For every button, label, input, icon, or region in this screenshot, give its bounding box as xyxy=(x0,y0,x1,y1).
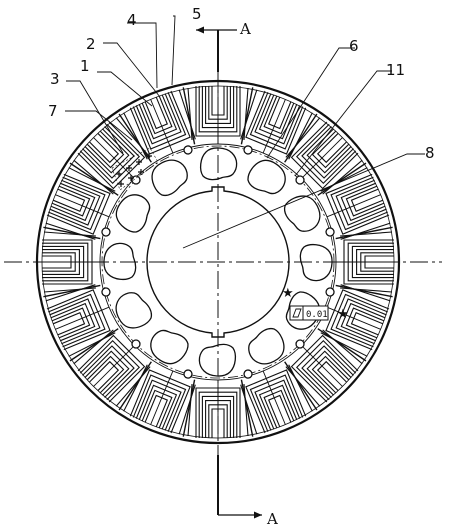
tolerance-value: 0.01 xyxy=(306,310,328,320)
flatness-symbol-icon xyxy=(292,308,302,318)
rivet-hole xyxy=(183,369,193,379)
outer-slot xyxy=(73,117,151,195)
inner-pocket xyxy=(247,159,286,195)
inner-pocket xyxy=(150,329,189,365)
slot-gap-ray xyxy=(43,226,101,240)
leader-lines xyxy=(65,15,425,249)
label-6: 6 xyxy=(349,37,359,55)
label-4: 4 xyxy=(127,11,137,29)
star-mark-2: ★ xyxy=(337,307,349,322)
inner-pocket xyxy=(198,343,237,377)
rivet-holes xyxy=(101,145,335,379)
label-7: 7 xyxy=(48,102,58,120)
inner-pocket xyxy=(115,292,153,329)
inner-pocket xyxy=(199,147,238,181)
inner-pocket xyxy=(103,242,137,281)
section-marker-bottom xyxy=(217,455,262,519)
slot-gap-ray xyxy=(69,162,119,196)
outer-slot xyxy=(240,364,313,435)
inner-pocket xyxy=(151,159,188,197)
slot-gap-ray xyxy=(335,226,393,240)
outer-slot xyxy=(73,329,151,407)
star-mark-1: ★ xyxy=(282,286,294,301)
outer-slot xyxy=(285,117,363,195)
slot-gap-ray xyxy=(317,328,367,362)
slot-gap-ray xyxy=(317,162,367,196)
rivet-hole xyxy=(325,287,335,297)
label-3: 3 xyxy=(50,70,60,88)
section-label-top: A xyxy=(239,20,251,38)
tolerance-frame: 0.01 xyxy=(289,305,329,321)
label-2: 2 xyxy=(86,35,96,53)
slot-gap-ray xyxy=(69,328,119,362)
slot-gap-ray xyxy=(118,361,152,411)
inner-pocket xyxy=(285,291,321,330)
rivet-hole xyxy=(101,227,111,237)
slot-gap-ray xyxy=(240,87,254,145)
outer-slot xyxy=(285,329,363,407)
slot-gap-ray xyxy=(335,284,393,298)
label-1: 1 xyxy=(80,57,90,75)
inner-pockets xyxy=(103,147,333,377)
rivet-hole xyxy=(295,175,305,185)
slot-gap-ray xyxy=(284,361,318,411)
slot-gap-ray xyxy=(240,379,254,437)
rivet-hole xyxy=(295,339,305,349)
label-8: 8 xyxy=(425,144,435,162)
rivet-hole xyxy=(131,339,141,349)
slot-gap-ray xyxy=(284,113,318,163)
rivet-hole xyxy=(243,369,253,379)
rivet-hole xyxy=(183,145,193,155)
rivet-hole xyxy=(101,287,111,297)
inner-pocket xyxy=(299,243,333,282)
slot-gap-ray xyxy=(182,379,196,437)
section-label-bottom: A xyxy=(266,510,278,528)
section-marker-top xyxy=(196,26,237,72)
rivet-hole xyxy=(325,227,335,237)
slot-gap-ray xyxy=(43,284,101,298)
slot-gap-ray xyxy=(118,113,152,163)
inner-pocket xyxy=(283,195,321,232)
shaft-bore xyxy=(146,186,290,338)
hatch-region xyxy=(111,147,159,191)
label-11: 11 xyxy=(386,61,405,79)
outer-slot xyxy=(45,284,116,357)
rivet-hole xyxy=(243,145,253,155)
inner-pocket xyxy=(115,194,151,233)
outer-slots xyxy=(42,86,394,438)
slot-gap-ray xyxy=(182,87,196,145)
cross-marks xyxy=(116,153,152,187)
label-5: 5 xyxy=(192,5,202,23)
inner-pocket xyxy=(248,327,285,365)
